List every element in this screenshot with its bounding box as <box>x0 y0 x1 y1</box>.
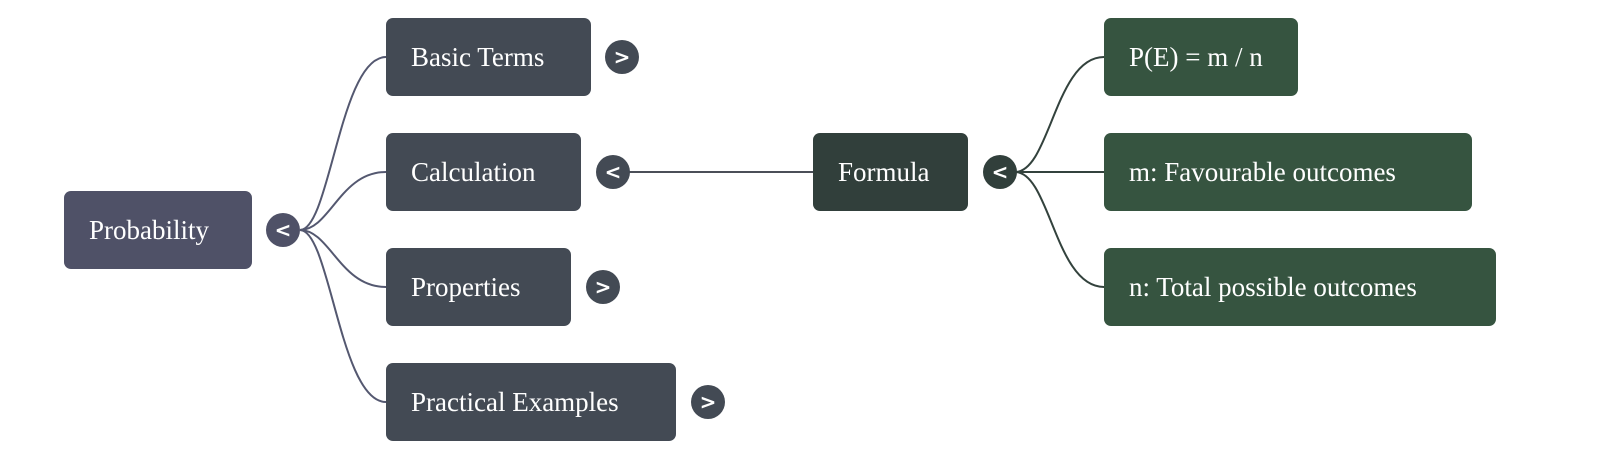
branch-node-properties[interactable]: Properties <box>386 248 571 326</box>
root-node-label: Probability <box>89 214 209 245</box>
branch-node-basic-terms[interactable]: Basic Terms <box>386 18 591 96</box>
root-node-probability[interactable]: Probability <box>64 191 252 269</box>
collapse-toggle-probability[interactable]: < <box>266 213 300 247</box>
link-root-practical-examples <box>299 229 387 403</box>
link-formula-pe <box>1014 56 1105 173</box>
leaf-node-favourable-outcomes[interactable]: m: Favourable outcomes <box>1104 133 1472 211</box>
branch-node-calculation[interactable]: Calculation <box>386 133 581 211</box>
branch-node-practical-examples[interactable]: Practical Examples <box>386 363 676 441</box>
node-formula[interactable]: Formula <box>813 133 968 211</box>
branch-node-label: Properties <box>411 271 521 302</box>
expand-toggle-practical-examples[interactable]: > <box>691 385 725 419</box>
leaf-node-label: P(E) = m / n <box>1129 41 1263 72</box>
expand-toggle-properties[interactable]: > <box>586 270 620 304</box>
collapse-toggle-calculation[interactable]: < <box>596 155 630 189</box>
link-root-calculation <box>299 171 387 231</box>
leaf-node-label: m: Favourable outcomes <box>1129 156 1396 187</box>
branch-node-label: Practical Examples <box>411 386 619 417</box>
leaf-node-label: n: Total possible outcomes <box>1129 271 1417 302</box>
link-formula-n <box>1014 171 1105 288</box>
link-root-properties <box>299 229 387 288</box>
formula-node-label: Formula <box>838 156 930 187</box>
branch-node-label: Basic Terms <box>411 41 545 72</box>
branch-node-label: Calculation <box>411 156 536 187</box>
collapse-toggle-formula[interactable]: < <box>983 155 1017 189</box>
leaf-node-total-outcomes[interactable]: n: Total possible outcomes <box>1104 248 1496 326</box>
leaf-node-pe-formula[interactable]: P(E) = m / n <box>1104 18 1298 96</box>
expand-toggle-basic-terms[interactable]: > <box>605 40 639 74</box>
link-root-basic-terms <box>299 56 387 231</box>
